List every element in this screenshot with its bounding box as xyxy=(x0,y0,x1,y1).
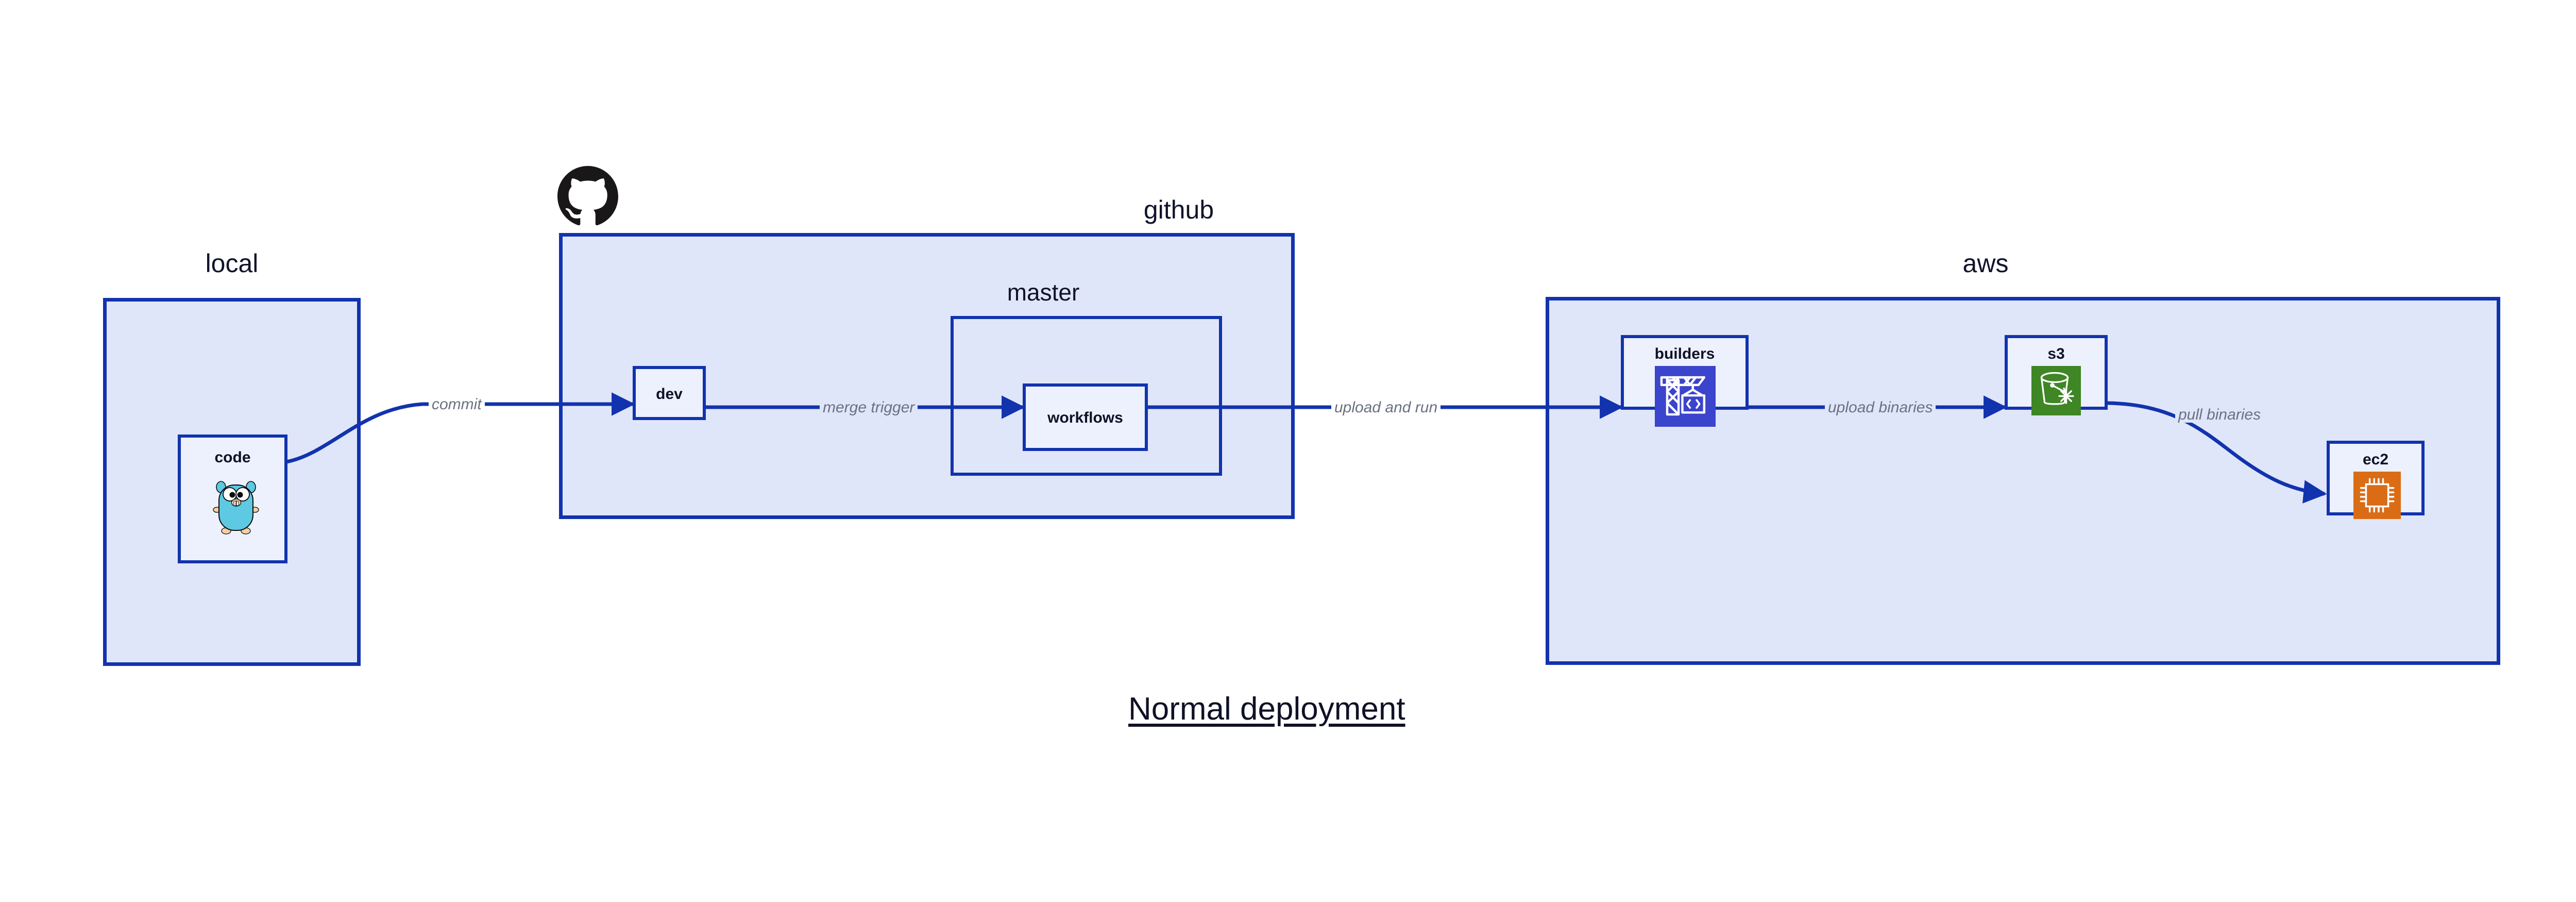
aws-builders-crane-icon xyxy=(1655,366,1716,427)
aws-s3-bucket-icon xyxy=(2031,366,2081,415)
node-workflows-label: workflows xyxy=(1047,409,1123,426)
go-gopher-icon xyxy=(213,478,259,534)
aws-ec2-chip-icon xyxy=(2353,472,2401,519)
edge-label-upload-and-run: upload and run xyxy=(1331,400,1441,415)
group-label-local: local xyxy=(205,249,259,278)
node-code-label: code xyxy=(214,449,251,466)
node-ec2-label: ec2 xyxy=(2362,451,2389,468)
node-code[interactable]: code xyxy=(178,435,287,563)
node-ec2[interactable]: ec2 xyxy=(2327,441,2425,519)
group-label-aws: aws xyxy=(1962,249,2009,278)
node-s3[interactable]: s3 xyxy=(2005,335,2108,415)
edge-label-upload-binaries: upload binaries xyxy=(1825,400,1936,415)
edge-label-merge-trigger: merge trigger xyxy=(820,400,918,415)
node-builders-label: builders xyxy=(1654,345,1715,362)
node-builders[interactable]: builders xyxy=(1621,335,1749,427)
group-label-master: master xyxy=(1007,279,1080,306)
github-octocat-logo xyxy=(557,166,618,227)
node-workflows[interactable]: workflows xyxy=(1023,383,1148,451)
node-dev-label: dev xyxy=(656,386,683,403)
diagram-title: Normal deployment xyxy=(1128,691,1405,727)
edge-label-pull-binaries: pull binaries xyxy=(2175,407,2264,423)
group-label-github: github xyxy=(1143,195,1214,224)
node-s3-label: s3 xyxy=(2047,345,2065,362)
edge-label-commit: commit xyxy=(429,397,485,412)
node-dev[interactable]: dev xyxy=(633,366,706,420)
